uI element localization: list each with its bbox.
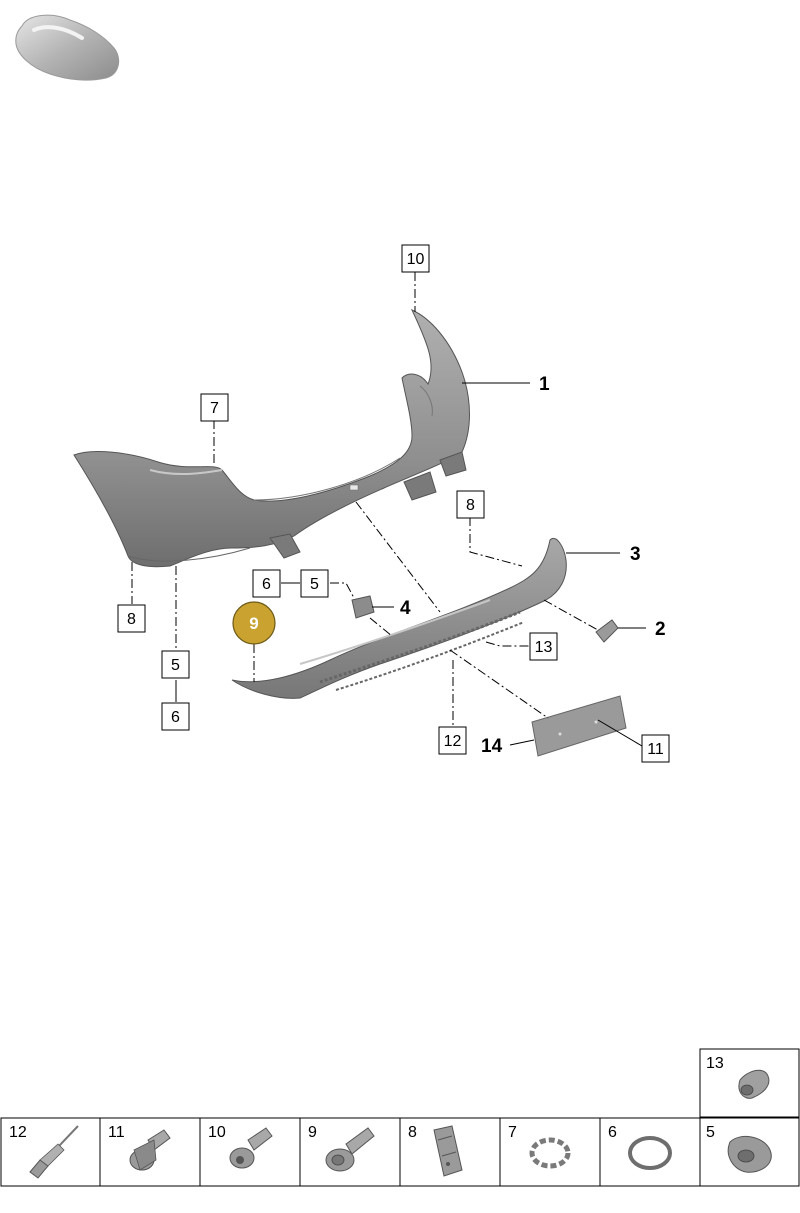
parts-table-cell-13: 13 <box>699 1048 800 1118</box>
callout-12: 12 <box>438 726 467 755</box>
callout-6-bottom-label: 6 <box>171 709 180 726</box>
callout-8-right-label: 8 <box>466 497 475 514</box>
parts-table-label-5: 5 <box>706 1124 715 1141</box>
callout-4: 4 <box>400 598 411 619</box>
callout-3-label: 3 <box>630 544 641 565</box>
parts-table-label-7: 7 <box>508 1124 517 1141</box>
callout-11: 11 <box>641 734 670 763</box>
bumper-cover-part <box>73 308 470 568</box>
callout-9-label: 9 <box>249 614 258 633</box>
spring-clip-ring-icon <box>529 1137 571 1169</box>
parts-table-label-12: 12 <box>9 1124 27 1141</box>
callout-13: 13 <box>529 632 558 661</box>
callout-6-top-label: 6 <box>262 576 271 593</box>
bolt-icon <box>129 1129 171 1171</box>
sensor-holder-icon <box>727 1135 772 1173</box>
reflector-part-2 <box>595 619 619 643</box>
flange-screw-icon <box>325 1127 375 1172</box>
callout-5-bottom: 5 <box>161 650 190 679</box>
o-ring-icon <box>628 1136 672 1170</box>
parts-table-cell-6 <box>599 1117 701 1187</box>
callout-3: 3 <box>630 544 641 565</box>
leader-lines <box>131 272 646 747</box>
callout-1: 1 <box>539 374 550 395</box>
callout-5-bottom-label: 5 <box>171 657 180 674</box>
callout-7-label: 7 <box>210 400 219 417</box>
callout-10-label: 10 <box>407 251 425 268</box>
callout-4-label: 4 <box>400 598 411 619</box>
callout-10: 10 <box>401 244 430 273</box>
blind-rivet-icon <box>29 1125 79 1179</box>
parts-table-row: 12 11 10 9 8 7 6 5 <box>0 1117 800 1187</box>
callout-9-highlighted: 9 <box>232 601 276 645</box>
callout-2-label: 2 <box>655 619 666 640</box>
callout-1-label: 1 <box>539 374 550 395</box>
parts-table: 13 12 11 10 9 8 7 6 5 <box>0 1048 800 1187</box>
parts-table-label-6: 6 <box>608 1124 617 1141</box>
callout-6-top: 6 <box>252 569 281 598</box>
callout-11-label: 11 <box>647 741 664 758</box>
parts-table-label-8: 8 <box>408 1124 417 1141</box>
callout-5-top-label: 5 <box>310 576 319 593</box>
car-thumbnail-icon <box>15 14 120 81</box>
callout-6-bottom: 6 <box>161 702 190 731</box>
callout-14-label: 14 <box>481 736 503 757</box>
callout-14: 14 <box>481 736 503 757</box>
socket-screw-icon <box>229 1127 273 1169</box>
parts-table-cell-13-label: 13 <box>706 1055 724 1072</box>
callout-5-top: 5 <box>300 569 329 598</box>
callout-2: 2 <box>655 619 666 640</box>
expanding-rivet-icon <box>738 1069 770 1099</box>
parts-table-label-10: 10 <box>208 1124 226 1141</box>
callout-7: 7 <box>200 393 229 422</box>
clip-part-4 <box>351 595 375 619</box>
callout-8-right: 8 <box>456 490 485 519</box>
bracket-clip-icon <box>433 1125 463 1177</box>
parts-table-label-11: 11 <box>108 1124 125 1141</box>
callout-8-left-label: 8 <box>127 611 136 628</box>
callout-13-label: 13 <box>535 639 553 656</box>
parts-table-cell-7 <box>499 1117 601 1187</box>
callout-12-label: 12 <box>444 733 462 750</box>
rear-diffuser-part <box>231 538 567 699</box>
license-plate-bracket-part <box>531 695 627 757</box>
parts-table-label-9: 9 <box>308 1124 317 1141</box>
callout-8-left: 8 <box>117 604 146 633</box>
